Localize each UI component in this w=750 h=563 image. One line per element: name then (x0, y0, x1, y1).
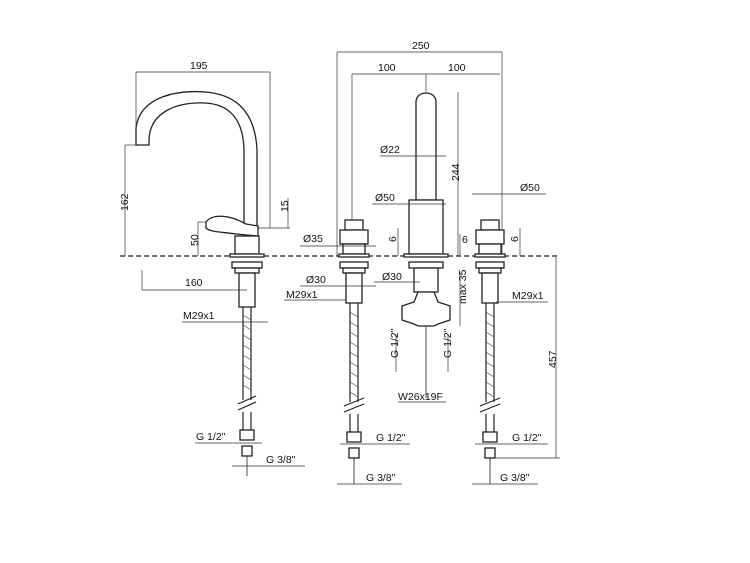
mixer-body (234, 235, 260, 255)
left-valve-handle (339, 229, 369, 245)
right-valve-fitting-lower (484, 447, 496, 459)
dim-spout-reach: 195 (190, 60, 208, 72)
dim-left-shank-diameter: Ø30 (306, 274, 326, 286)
single-lever-mixer: 195 162 50 15 160 M29x1 G 1/2" G 3/8" (119, 60, 305, 476)
mixer-hose-braid (242, 314, 252, 391)
dim-overall-width: 250 (412, 40, 430, 52)
left-valve-hose-braid (349, 311, 359, 398)
dim-left-outlet-three-eighths: G 3/8" (366, 472, 396, 484)
dim-right-spacing: 100 (448, 62, 466, 74)
dim-center-shank-diameter: Ø30 (382, 271, 402, 283)
dim-left-rosette-height: 6 (387, 236, 399, 242)
left-valve-hose-break (343, 397, 365, 413)
spout-rosette (403, 253, 449, 258)
dim-left-handle-diameter: Ø35 (303, 233, 323, 245)
left-valve-hose (349, 303, 359, 432)
center-spout: Ø22 244 Ø50 6 Ø30 max 35 G 1/2" G 1/2" W… (372, 92, 469, 403)
dim-right-base-diameter: Ø50 (520, 182, 540, 194)
left-valve: Ø35 6 Ø30 M29x1 G 1/2" G 3/8" (284, 219, 410, 485)
dim-mixer-thread: M29x1 (183, 310, 215, 322)
mixer-hose (242, 307, 252, 430)
right-valve-shank (481, 272, 499, 304)
dim-right-rosette-height: 6 (509, 236, 521, 242)
mixer-fitting-lower (241, 445, 253, 457)
left-valve-fitting-upper (346, 431, 362, 443)
dim-lever-height: 50 (189, 234, 201, 246)
dim-right-thread: M29x1 (512, 290, 544, 302)
dim-spout-height: 162 (119, 193, 131, 211)
dim-left-inlet-half: G 1/2" (376, 432, 406, 444)
left-valve-fitting-lower (348, 447, 360, 459)
dim-spout-base-diameter: Ø50 (375, 192, 395, 204)
left-valve-rosette (338, 253, 370, 258)
dim-mixer-g-three-eighths: G 3/8" (266, 454, 296, 466)
dim-left-thread: M29x1 (286, 289, 318, 301)
gooseneck-spout (135, 90, 258, 229)
mixer-rosette (229, 253, 265, 258)
spout-nut (408, 261, 444, 269)
dim-left-spacing: 100 (378, 62, 396, 74)
spout-shank (413, 267, 439, 293)
dim-right-hose-length: 457 (547, 350, 559, 368)
right-valve-handle-top (480, 219, 500, 231)
dim-spout-body-height: 244 (450, 163, 462, 181)
left-valve-nut (339, 261, 369, 269)
mixer-nut (231, 261, 263, 269)
right-valve-nut (475, 261, 505, 269)
dim-center-g-half-right: G 1/2" (442, 328, 454, 358)
dim-center-max-depth: max 35 (457, 269, 469, 304)
right-valve-collar (478, 243, 502, 255)
right-valve-fitting-upper (482, 431, 498, 443)
dim-mixer-g-half: G 1/2" (196, 431, 226, 443)
right-valve-hose-braid (485, 311, 495, 398)
dim-center-rosette-height: 6 (462, 234, 468, 246)
left-valve-handle-top (344, 219, 364, 231)
dim-right-inlet-half: G 1/2" (512, 432, 542, 444)
right-valve-hose (485, 303, 495, 432)
spout-diverter (401, 291, 451, 327)
left-valve-shank (345, 272, 363, 304)
spout-tube (415, 92, 437, 201)
mixer-hose-break (237, 395, 257, 411)
left-valve-washer (342, 267, 366, 274)
right-valve-rosette (474, 253, 506, 258)
dim-center-outlet-thread: W26x19F (398, 391, 443, 403)
left-valve-collar (342, 243, 366, 255)
dim-right-outlet-three-eighths: G 3/8" (500, 472, 530, 484)
right-valve-washer (478, 267, 502, 274)
mixer-fitting-upper (239, 429, 255, 441)
mixer-washer (234, 267, 260, 274)
right-valve: Ø50 6 M29x1 457 G 1/2" G 3/8" (472, 182, 560, 485)
spout-base (408, 199, 444, 255)
right-valve-hose-break (479, 397, 501, 413)
dim-spout-diameter: Ø22 (380, 144, 400, 156)
dim-lever-reach: 160 (185, 277, 203, 289)
right-valve-handle (475, 229, 505, 245)
dim-center-g-half-left: G 1/2" (389, 328, 401, 358)
dim-lever-offset: 15 (279, 200, 291, 212)
